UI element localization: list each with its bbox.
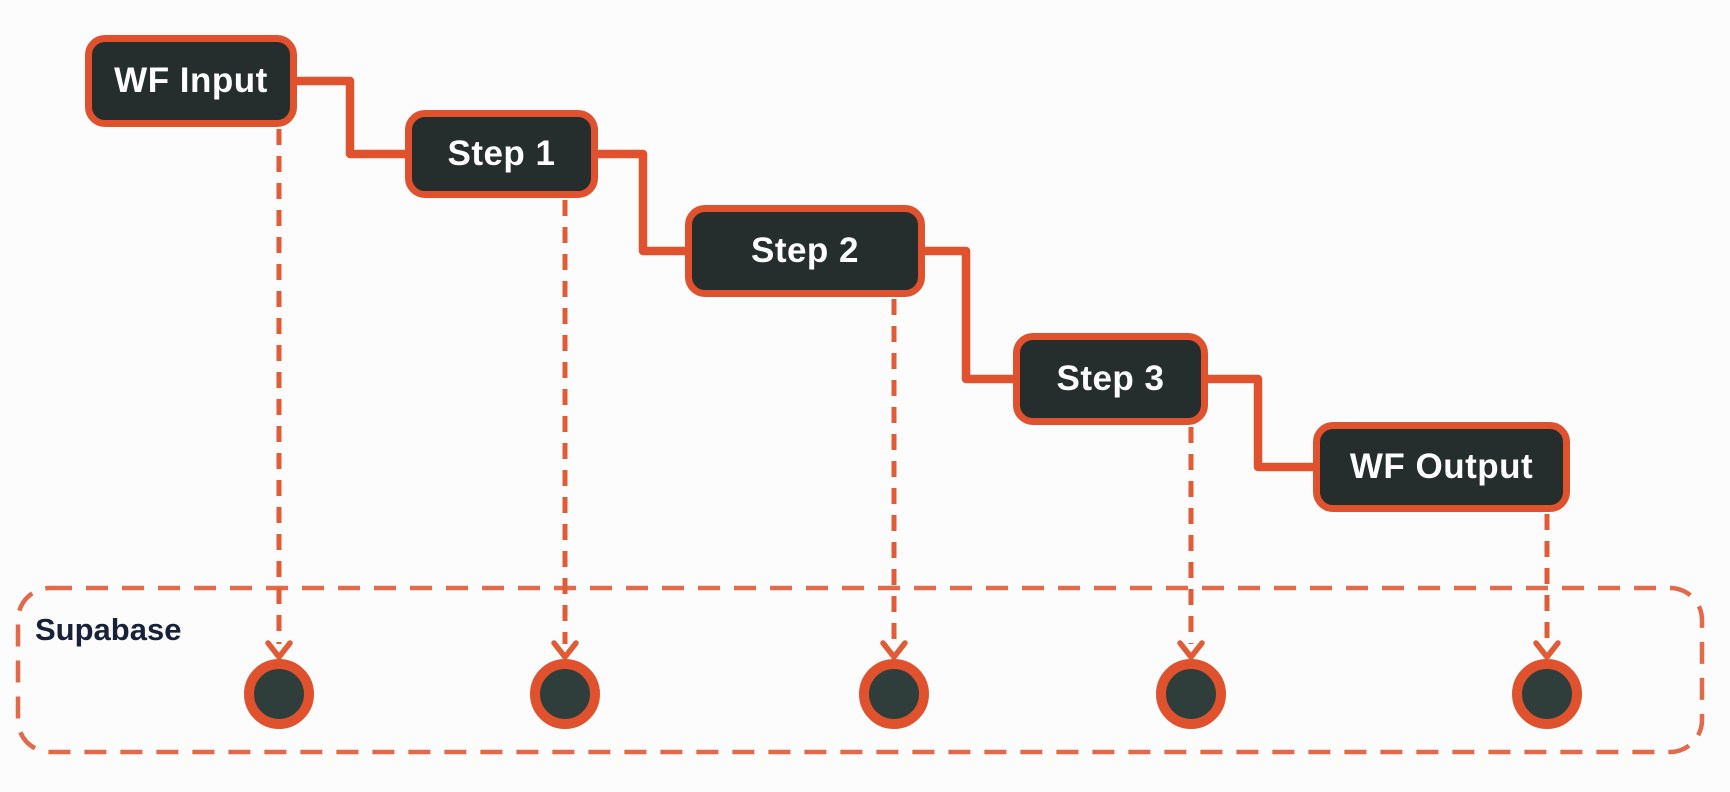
- node-label: WF Input: [114, 61, 268, 100]
- supabase-label: Supabase: [35, 612, 182, 647]
- flow-connector: [1208, 374, 1313, 472]
- flow-connector: [297, 76, 405, 159]
- storage-dot: [1512, 659, 1582, 729]
- node-step-3: Step 3: [1013, 333, 1208, 425]
- node-label: Step 1: [447, 134, 556, 173]
- flow-connector: [925, 246, 1013, 384]
- node-label: Step 3: [1056, 359, 1165, 398]
- node-label: Step 2: [750, 231, 860, 270]
- node-wf-output: WF Output: [1313, 422, 1570, 512]
- node-step-1: Step 1: [405, 110, 598, 198]
- storage-dot: [530, 659, 600, 729]
- storage-arrow: [1533, 514, 1561, 662]
- storage-dot: [1156, 659, 1226, 729]
- storage-arrow: [880, 299, 908, 662]
- node-wf-input: WF Input: [85, 35, 297, 127]
- supabase-container-border: [15, 585, 1705, 755]
- node-step-2: Step 2: [685, 205, 925, 297]
- storage-arrow: [1177, 427, 1205, 662]
- node-label: WF Output: [1349, 447, 1534, 486]
- storage-arrow: [265, 129, 293, 662]
- storage-dot: [244, 659, 314, 729]
- storage-arrow: [551, 200, 579, 662]
- flow-connector: [598, 149, 685, 256]
- storage-dot: [859, 659, 929, 729]
